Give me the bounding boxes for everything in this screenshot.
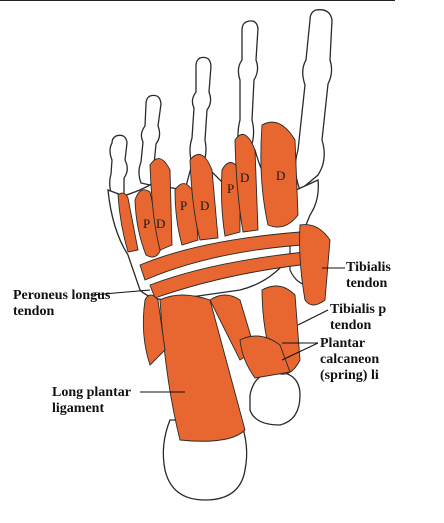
talus-bone: [249, 371, 301, 426]
mark-d1: D: [156, 216, 165, 231]
leader-lines: [91, 267, 345, 393]
fourth-toe-bone: [138, 94, 162, 186]
mark-d4: D: [276, 168, 285, 183]
top-border: [0, 0, 395, 1]
muscle-p3: [220, 162, 241, 237]
big-toe-bone: [294, 9, 333, 192]
tibialis-and-spring: [239, 224, 331, 379]
mark-p3: P: [227, 181, 234, 196]
muscle-small-left: [117, 192, 139, 253]
label-tibialis-posterior: Tibialis p tendon: [330, 302, 387, 333]
fifth-toe-bone: [109, 134, 128, 197]
foot-anatomy-illustration: P D P D P D D D: [91, 9, 345, 501]
muscle-p2: [174, 183, 199, 246]
muscle-d1: [149, 158, 173, 251]
mark-d3: D: [240, 170, 249, 185]
muscle-d2: [189, 153, 219, 241]
muscle-p1: [134, 189, 163, 258]
mark-d2: D: [200, 198, 209, 213]
muscle-d3: [234, 133, 259, 233]
third-toe-bone: [189, 56, 212, 166]
label-plantar-calcaneonavicular: Plantar calcaneon (spring) li: [320, 336, 380, 383]
long-plantar-ligament: [142, 294, 256, 442]
label-peroneus-longus: Peroneus longus tendon: [13, 288, 111, 319]
second-toe-bone: [237, 20, 259, 151]
mark-p2: P: [180, 198, 187, 213]
interossei-muscles: [117, 121, 299, 258]
muscle-d4: [260, 121, 299, 228]
mark-p1: P: [143, 216, 150, 231]
label-tibialis-anterior: Tibialis tendon: [346, 260, 391, 291]
label-long-plantar: Long plantar ligament: [52, 385, 131, 416]
crop-edge: [395, 0, 444, 523]
toe-bones: [109, 9, 333, 197]
transverse-ligaments: [139, 231, 306, 299]
